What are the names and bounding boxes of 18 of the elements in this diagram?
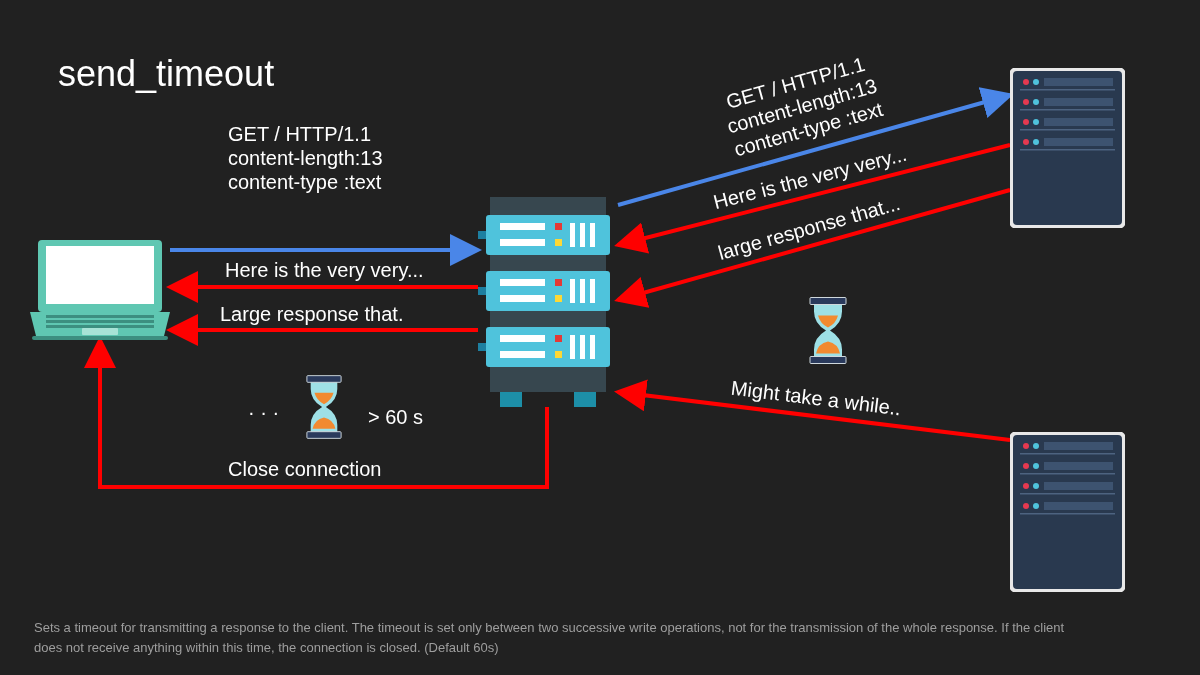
arrow [614, 379, 1011, 442]
server-drawing [1010, 432, 1125, 592]
duration-label: > 60 s [368, 405, 424, 429]
edge-label: Close connection [228, 457, 382, 481]
edge-label: GET / HTTP/1.1 content-length:13 content-type :text [228, 122, 384, 194]
title: send_timeout [58, 52, 275, 96]
arrow [614, 143, 1011, 254]
edge-label: Here is the very very... [225, 258, 424, 282]
arrow [166, 271, 478, 303]
edge-label: Large response that. [220, 302, 404, 326]
server-drawing [1010, 68, 1125, 228]
arrow [170, 234, 482, 266]
edge-label: Might take a while.. [729, 375, 903, 421]
caption-text: Sets a timeout for transmitting a response to the client. The timeout is set only between two successive write operations, not for the transmission of the whole response. If the client does not receive anything within this time, the connection is closed. (Default 60s) [34, 619, 1066, 657]
laptop-drawing [30, 240, 170, 340]
arrow [614, 188, 1011, 308]
ellipsis-text: · · · [248, 400, 280, 424]
arrow [166, 314, 478, 346]
